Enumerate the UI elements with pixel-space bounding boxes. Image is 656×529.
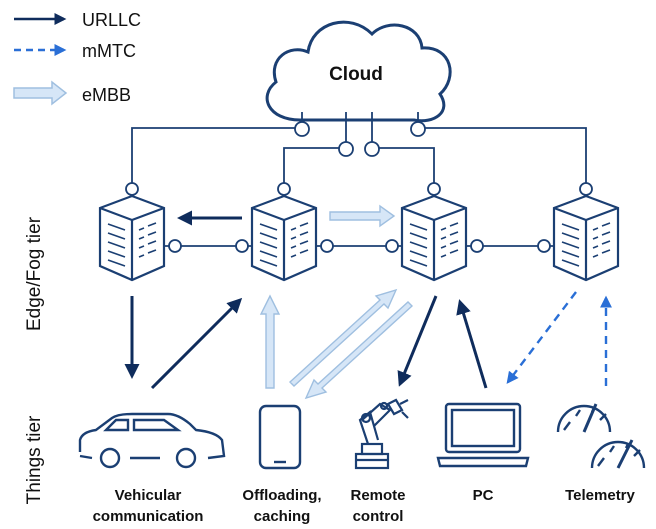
tablet-icon <box>258 404 302 470</box>
cloud-ports <box>125 121 593 196</box>
legend-urllc: URLLC <box>14 10 141 30</box>
embb-arrow <box>329 204 396 228</box>
legend-embb: eMBB <box>13 80 131 106</box>
things-labels: Vehicular communication Offloading, cach… <box>93 487 636 525</box>
embb-arrow <box>288 288 398 387</box>
urllc-arrow <box>397 295 438 387</box>
embb-arrow <box>304 301 414 400</box>
cloud-label: Cloud <box>329 64 383 85</box>
laptop-icon <box>436 402 530 468</box>
edge-tier-label: Edge/Fog tier <box>24 216 45 331</box>
server-rack-icon <box>400 194 468 282</box>
vehicular-label-line1: Vehicular <box>115 487 182 504</box>
legend-mmtc-label: mMTC <box>82 41 136 61</box>
things-tier-label: Things tier <box>24 415 45 504</box>
robot-arm-icon <box>354 398 409 470</box>
server-rack-icon <box>250 194 318 282</box>
gauge-icon <box>556 403 646 469</box>
remote-label-line2: control <box>353 508 404 525</box>
urllc-arrow <box>456 299 488 389</box>
cloud-connections <box>131 112 587 183</box>
urllc-arrow <box>150 297 243 390</box>
car-icon <box>78 412 226 469</box>
cloud-icon: Cloud <box>265 20 452 123</box>
remote-label-line1: Remote <box>350 487 405 504</box>
legend-embb-label: eMBB <box>82 85 131 105</box>
legend: URLLC mMTC eMBB <box>13 10 141 106</box>
offloading-label-line1: Offloading, <box>242 487 321 504</box>
offloading-label-line2: caching <box>254 508 311 525</box>
mmtc-arrow <box>506 291 577 384</box>
server-rack-icon <box>98 194 166 282</box>
vehicular-label-line2: communication <box>93 508 204 525</box>
legend-urllc-label: URLLC <box>82 10 141 30</box>
server-rack-icon <box>552 194 620 282</box>
pc-label: PC <box>473 487 494 504</box>
legend-mmtc: mMTC <box>14 41 136 61</box>
embb-arrow <box>259 294 281 389</box>
server-ports <box>168 239 551 253</box>
telemetry-label: Telemetry <box>565 487 635 504</box>
